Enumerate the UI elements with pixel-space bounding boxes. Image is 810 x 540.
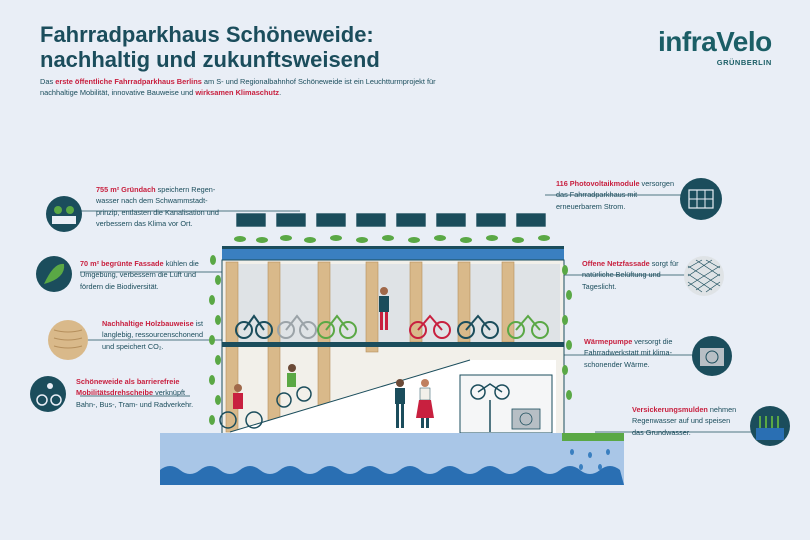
solar-panels [235,212,547,228]
note-net-highlight: Offene Netzfassade [582,259,650,268]
intro-bold-1: erste öffentliche Fahrradparkhaus Berlin… [55,77,202,86]
workshop-bike [470,383,510,432]
note-swale-text: nehmen Regenwasser auf und speisen das G… [632,405,737,437]
note-hub-text: verknüpft Bahn-, Bus-, Tram- und Radverk… [76,388,194,409]
note-green-roof-text: speichern Regen­wasser nach dem Schwamms… [96,185,219,228]
groundwater-waves [160,466,624,485]
cyclists [219,364,312,429]
logo-subline: GRÜNBERLIN [716,58,772,67]
logo-wordmark: infraVelo [658,26,772,57]
roof-plants [234,235,550,243]
note-swale-highlight: Versickerungsmulden [632,405,708,414]
note-wood-text: ist langlebig, ressourcen­schonend und s… [102,319,204,351]
people-entrance [395,379,434,428]
person-upper [379,287,389,330]
note-hub-highlight: Schöneweide als barrierefreie Mobilitäts… [76,377,180,398]
green-facade [209,255,572,425]
green-roof-slab [222,246,564,260]
note-wood-highlight: Nachhaltige Holzbauweise [102,319,194,328]
note-facade-highlight: 70 m² begrünte Fassade [80,259,164,268]
infiltration-swale [562,433,624,441]
note-pv: 116 Photovoltaikmodule versorgen das Fah… [556,178,676,212]
note-wood: Nachhaltige Holzbauweise ist langlebig, … [102,318,212,352]
solar-panel-icon [680,178,722,220]
infravelo-logo: infraVelo GRÜNBERLIN [658,26,772,68]
intro-pre: Das [40,77,56,86]
note-net-text: sorgt für natürliche Belüftung und Tages… [582,259,679,291]
parked-bikes [235,314,549,339]
note-facade-text: kühlen die Umgebung, verbessern die Luft… [80,259,199,291]
heat-pump-unit [511,408,541,430]
note-green-roof-highlight: 755 m² Gründach [96,185,156,194]
note-pv-text: versorgen das Fahrradparkhaus mit erneue… [556,179,675,211]
connector-lines [80,194,760,433]
note-hub: Schöneweide als barrierefreie Mobilitäts… [76,376,208,410]
intro-mid: am S- und Regionalbahnhof Schöneweide is… [40,77,436,97]
intro-bold-2: wirksamen Klimaschutz [195,88,280,97]
green-roof-icon [46,196,82,232]
page-title: Fahrradparkhaus Schöneweide: nachhaltig … [40,22,380,72]
rain-drops [570,449,610,470]
note-heatpump-text: versorgt die Fahrradwerkstatt mit klima­… [584,337,673,369]
note-heatpump-highlight: Wärmepumpe [584,337,633,346]
note-facade: 70 m² begrünte Fassade kühlen die Umgebu… [80,258,210,292]
note-swale: Versickerungsmulden nehmen Regenwasser a… [632,404,742,438]
wood-grain-icon [48,320,88,360]
note-green-roof: 755 m² Gründach speichern Regen­wasser n… [96,184,228,229]
floor-slab [222,342,564,347]
infiltration-swale-icon [750,406,790,446]
heat-pump-icon [692,336,732,376]
note-pv-highlight: 116 Photovoltaikmodule [556,179,640,188]
cyclist-icon [30,376,66,412]
leaf-icon [36,256,72,292]
title-line-1: Fahrradparkhaus Schöneweide: [40,22,374,47]
intro-text: Das erste öffentliche Fahrradparkhaus Be… [40,76,440,98]
net-facade-icon [684,256,724,296]
note-heatpump: Wärmepumpe versorgt die Fahrradwerkstatt… [584,336,686,370]
title-line-2: nachhaltig und zukunftsweisend [40,47,380,72]
note-net: Offene Netzfassade sorgt für natürliche … [582,258,682,292]
intro-end: . [279,88,282,97]
